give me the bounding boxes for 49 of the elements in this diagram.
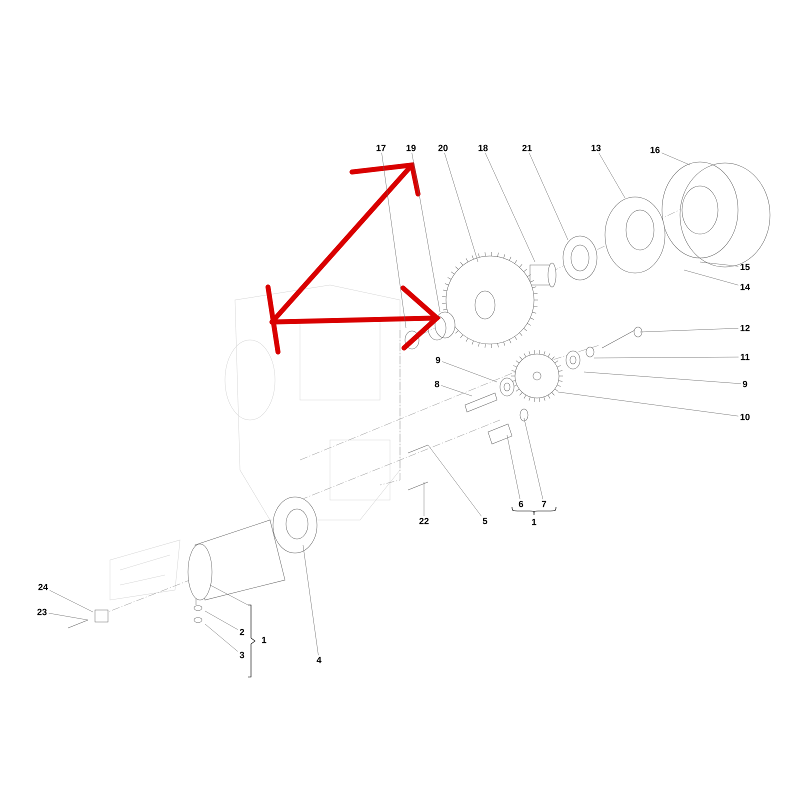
callout-number: 17 (376, 144, 386, 152)
leader-line (204, 624, 238, 652)
callout-number: 1 (262, 636, 266, 644)
leader-line (528, 152, 568, 240)
callout-number: 24 (38, 584, 48, 590)
callout-number: 21 (522, 144, 532, 152)
leader-line (204, 610, 238, 630)
callout-number: 12 (740, 324, 750, 332)
leader-line (381, 152, 406, 328)
callout-number: 9 (436, 356, 440, 364)
leader-line (506, 434, 520, 500)
callout-number: 8 (434, 380, 440, 388)
callout-number: 4 (316, 656, 322, 664)
callout-number: 22 (419, 518, 429, 524)
leader-line (598, 152, 626, 198)
leader-line (640, 328, 738, 332)
leader-line (558, 392, 738, 416)
leader-line (662, 152, 690, 166)
leader-line (700, 262, 738, 266)
leader-line (441, 385, 472, 396)
callout-number: 15 (740, 264, 750, 270)
callout-number: 13 (592, 144, 601, 152)
callout-number: 7 (542, 500, 546, 508)
leader-line (584, 372, 741, 384)
callout-number: 10 (740, 414, 750, 420)
callout-number: 16 (650, 146, 660, 154)
callout-number: 19 (406, 144, 416, 152)
leader-line (48, 612, 88, 620)
callout-number: 11 (740, 354, 750, 360)
callout-number: 3 (240, 652, 244, 658)
leader-line (524, 418, 544, 500)
callout-number: 14 (740, 284, 750, 290)
callout-number: 6 (518, 500, 524, 508)
leader-line (412, 152, 440, 312)
leader-line (444, 152, 478, 262)
leader-line (684, 270, 738, 286)
callout-number: 23 (37, 608, 47, 616)
leader-line (442, 361, 498, 382)
callout-number: 18 (478, 144, 488, 152)
leader-line (302, 544, 319, 656)
callout-number: 1 (532, 518, 536, 526)
leader-line (485, 152, 536, 262)
leader-line (50, 590, 94, 612)
leader-line (428, 444, 482, 516)
callout-number: 5 (482, 518, 488, 524)
callout-number: 2 (240, 628, 244, 636)
leader-line (594, 356, 739, 358)
callout-number: 9 (742, 380, 748, 388)
callout-number: 20 (438, 144, 448, 152)
